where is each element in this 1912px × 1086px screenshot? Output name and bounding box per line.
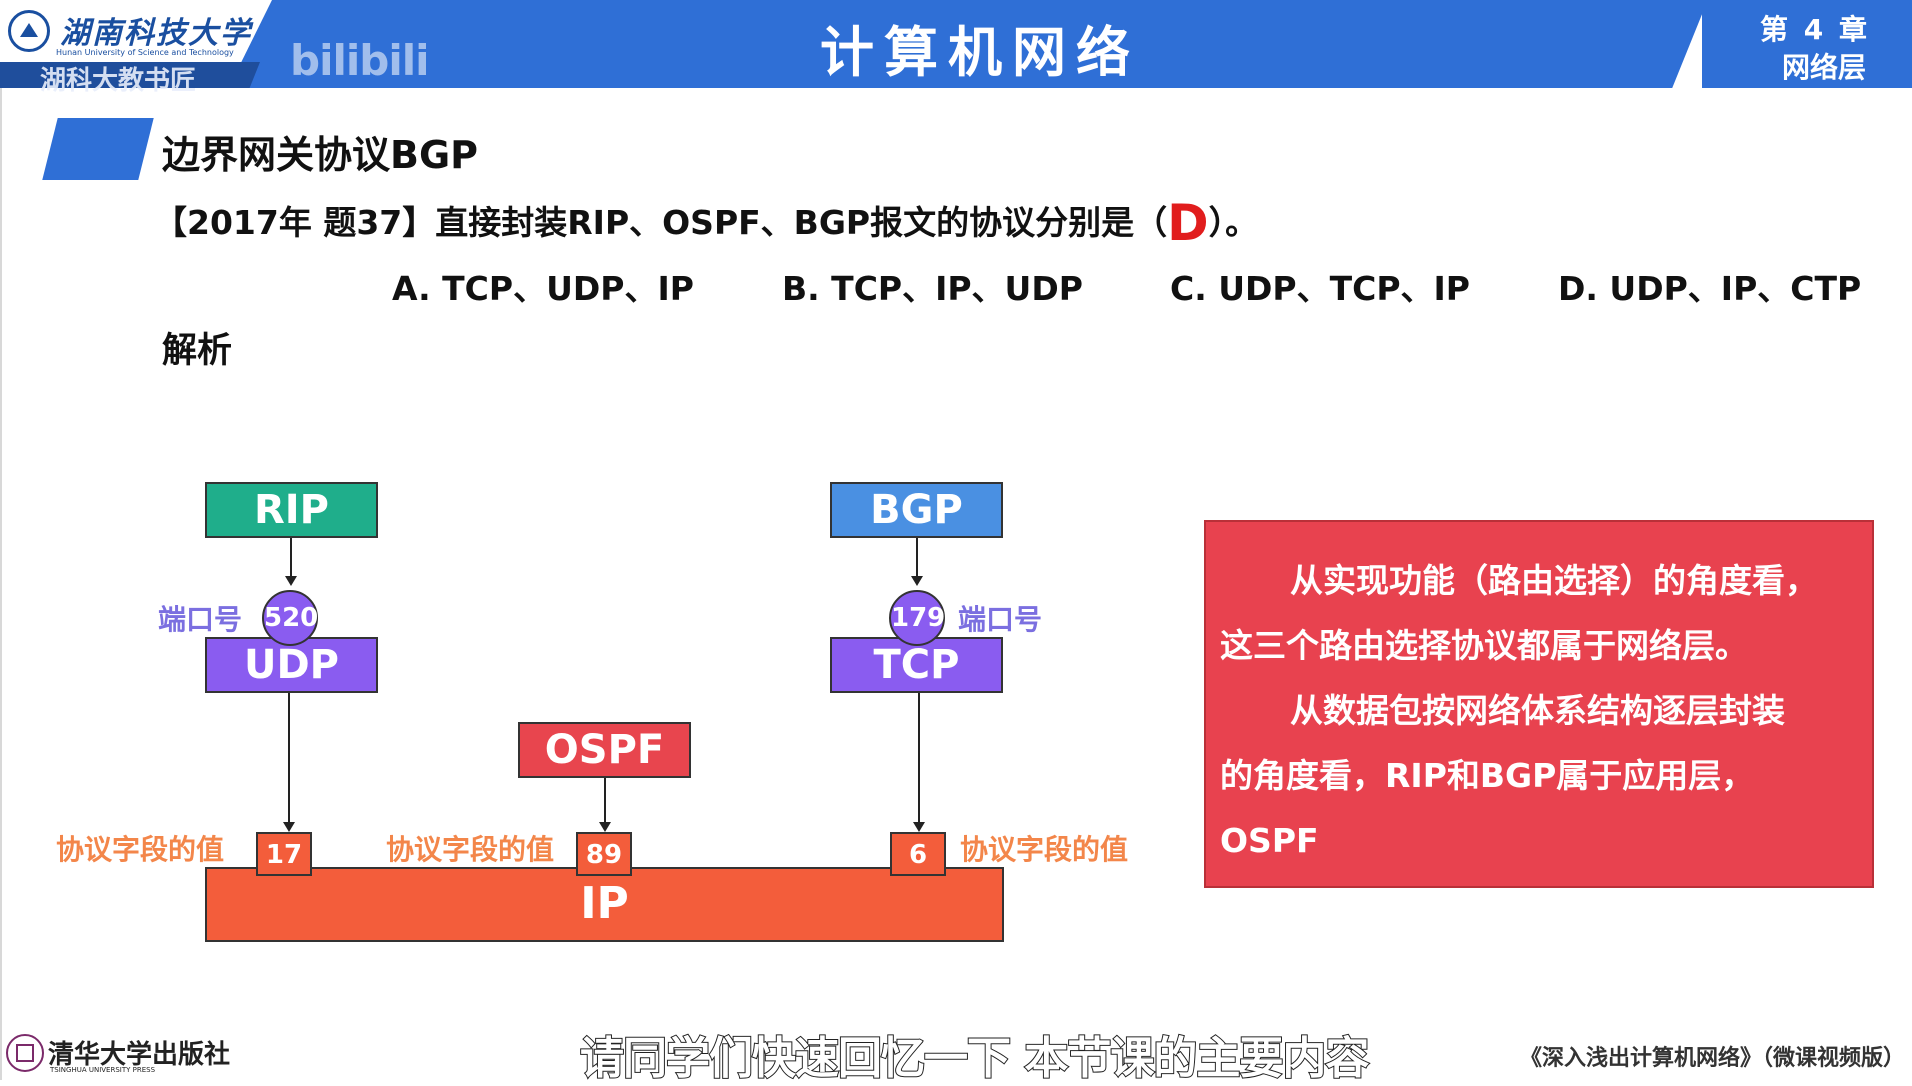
- ip-bar: IP: [205, 867, 1004, 942]
- rip-arrow-line: [290, 538, 292, 578]
- explanation-line-3: 从数据包按网络体系结构逐层封装: [1290, 691, 1785, 730]
- university-name-en: Hunan University of Science and Technolo…: [56, 48, 234, 57]
- course-title: 计算机网络: [820, 21, 1140, 84]
- book-title: 《深入浅出计算机网络》（微课视频版）: [1520, 1046, 1906, 1071]
- udp-protocol-field: 17: [256, 832, 312, 876]
- explanation-line-2: 这三个路由选择协议都属于网络层。: [1220, 626, 1748, 665]
- chapter-box: [1702, 0, 1912, 88]
- ospf-arrowhead: [599, 822, 611, 832]
- tcp-arrowhead: [913, 822, 925, 832]
- option-d: D. UDP、IP、CTP: [1558, 269, 1862, 308]
- tcp-arrow-line: [918, 693, 920, 823]
- udp-port-label: 端口号: [158, 603, 243, 636]
- explanation-box: 从实现功能（路由选择）的角度看， 这三个路由选择协议都属于网络层。 从数据包按网…: [1204, 520, 1874, 925]
- publisher-emblem-icon: [6, 1034, 44, 1072]
- rip-arrowhead: [285, 576, 297, 586]
- bgp-box: BGP: [830, 482, 1003, 538]
- publisher-name-en: TSINGHUA UNIVERSITY PRESS: [50, 1066, 156, 1074]
- university-emblem-icon: [8, 10, 50, 52]
- tcp-protocol-field: 6: [890, 832, 946, 876]
- section-marker: [42, 118, 154, 180]
- publisher-name: 清华大学出版社: [48, 1040, 231, 1070]
- ospf-field-label: 协议字段的值: [386, 833, 555, 866]
- tcp-port-label: 端口号: [958, 603, 1043, 636]
- tcp-box: TCP: [830, 637, 1003, 693]
- udp-port-badge: 520: [262, 590, 318, 646]
- option-c: C. UDP、TCP、IP: [1170, 269, 1470, 308]
- rip-box: RIP: [205, 482, 378, 538]
- question-prefix: 【2017年 题37】直接封装RIP、OSPF、BGP报文的协议分别是（: [154, 203, 1168, 242]
- ospf-arrow-line: [604, 778, 606, 823]
- video-subtitle: 请同学们快速回忆一下 本节课的主要内容: [579, 1032, 1370, 1085]
- ospf-protocol-field: 89: [576, 832, 632, 876]
- analysis-label: 解析: [162, 331, 233, 371]
- tcp-port-badge: 179: [889, 590, 945, 646]
- udp-arrowhead: [283, 822, 295, 832]
- chapter-number: 第 4 章: [1760, 13, 1870, 46]
- explanation-line-5: 属于网络层。: [1220, 886, 1418, 925]
- ospf-box: OSPF: [518, 722, 691, 778]
- bgp-arrow-line: [916, 538, 918, 578]
- slide-header: 湖南科技大学 Hunan University of Science and T…: [0, 0, 1912, 96]
- bgp-arrowhead: [911, 576, 923, 586]
- logo-strip: [0, 62, 260, 88]
- chapter-name: 网络层: [1782, 51, 1867, 84]
- question-suffix: ）。: [1208, 203, 1259, 242]
- exam-question: 【2017年 题37】直接封装RIP、OSPF、BGP报文的协议分别是（D）。: [154, 194, 1258, 252]
- udp-arrow-line: [288, 693, 290, 823]
- option-a: A. TCP、UDP、IP: [392, 269, 694, 308]
- university-name: 湖南科技大学: [60, 16, 252, 51]
- explanation-line-1: 从实现功能（路由选择）的角度看，: [1290, 561, 1818, 600]
- explanation-line-4: 的角度看，RIP和BGP属于应用层，OSPF: [1220, 756, 1755, 860]
- university-logo-area: 湖南科技大学 Hunan University of Science and T…: [0, 0, 272, 88]
- udp-field-label: 协议字段的值: [56, 833, 225, 866]
- header-bar: [0, 0, 1912, 88]
- slide-left-border: [0, 88, 2, 1080]
- answer-letter: D: [1167, 194, 1209, 252]
- tcp-field-label: 协议字段的值: [960, 833, 1129, 866]
- channel-name: 湖科大教书匠: [40, 66, 197, 96]
- section-title: 边界网关协议BGP: [162, 133, 479, 177]
- option-b: B. TCP、IP、UDP: [782, 269, 1083, 308]
- bilibili-watermark: bilibili: [290, 36, 430, 85]
